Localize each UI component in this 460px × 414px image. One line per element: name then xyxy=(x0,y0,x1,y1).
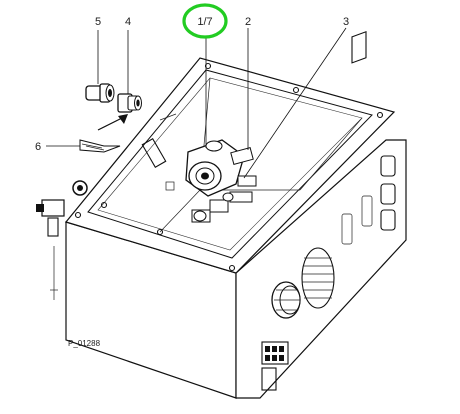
figure-code: P_01288 xyxy=(68,339,101,348)
callout-2: 2 xyxy=(245,16,251,28)
assembly-arrow xyxy=(97,114,128,131)
internal-pcb xyxy=(141,113,177,191)
highlight-circle xyxy=(182,3,228,39)
callout-5: 5 xyxy=(95,16,101,28)
left-fitting xyxy=(36,180,88,300)
vent-grille xyxy=(301,247,335,309)
inner-edge xyxy=(299,117,363,191)
terminal-block xyxy=(261,341,289,365)
rim-screw xyxy=(376,111,384,119)
tool-part-6 xyxy=(79,139,121,153)
push-fittings xyxy=(191,175,257,223)
box-right-face xyxy=(235,139,407,399)
rotary-knob xyxy=(271,281,301,319)
rim-screw xyxy=(204,62,212,70)
inner-edge xyxy=(159,189,201,233)
panel-slot xyxy=(351,31,367,64)
rim-screw xyxy=(228,264,236,272)
rim-screw xyxy=(292,86,300,94)
fitting-part-4 xyxy=(117,93,142,113)
rim-screw xyxy=(74,211,82,219)
manifold-assembly xyxy=(185,139,257,223)
leader-3 xyxy=(243,27,347,179)
fitting-part-5 xyxy=(85,83,115,103)
callout-4: 4 xyxy=(125,16,131,28)
callout-1-7: 1/7 xyxy=(197,16,212,28)
rim-screw xyxy=(156,228,164,236)
callout-6: 6 xyxy=(35,141,41,153)
callout-3: 3 xyxy=(343,16,349,28)
panel-connectors xyxy=(341,155,396,245)
panel-socket xyxy=(261,367,277,391)
rim-screw xyxy=(100,201,108,209)
